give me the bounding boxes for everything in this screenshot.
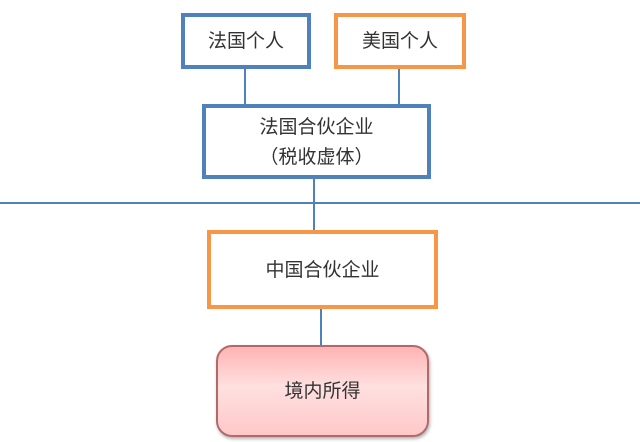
node-domestic-income: 境内所得: [216, 345, 429, 437]
node-label: 法国合伙企业: [259, 115, 374, 138]
node-label: 中国合伙企业: [265, 258, 380, 281]
node-label: 美国个人: [361, 30, 438, 52]
connector-china-to-income: [320, 308, 322, 346]
node-china-partnership: 中国合伙企业: [207, 230, 438, 309]
connector-us-individual: [398, 68, 400, 106]
node-label: 境内所得: [284, 380, 361, 402]
node-french-individual: 法国个人: [181, 13, 311, 69]
node-us-individual: 美国个人: [334, 13, 466, 69]
connector-french-to-china: [313, 178, 315, 232]
node-french-partnership: 法国合伙企业 （税收虚体）: [202, 104, 431, 179]
border-line: [0, 202, 640, 204]
connector-french-individual: [244, 68, 246, 106]
node-note: （税收虚体）: [259, 145, 374, 168]
node-label: 法国个人: [207, 30, 284, 52]
